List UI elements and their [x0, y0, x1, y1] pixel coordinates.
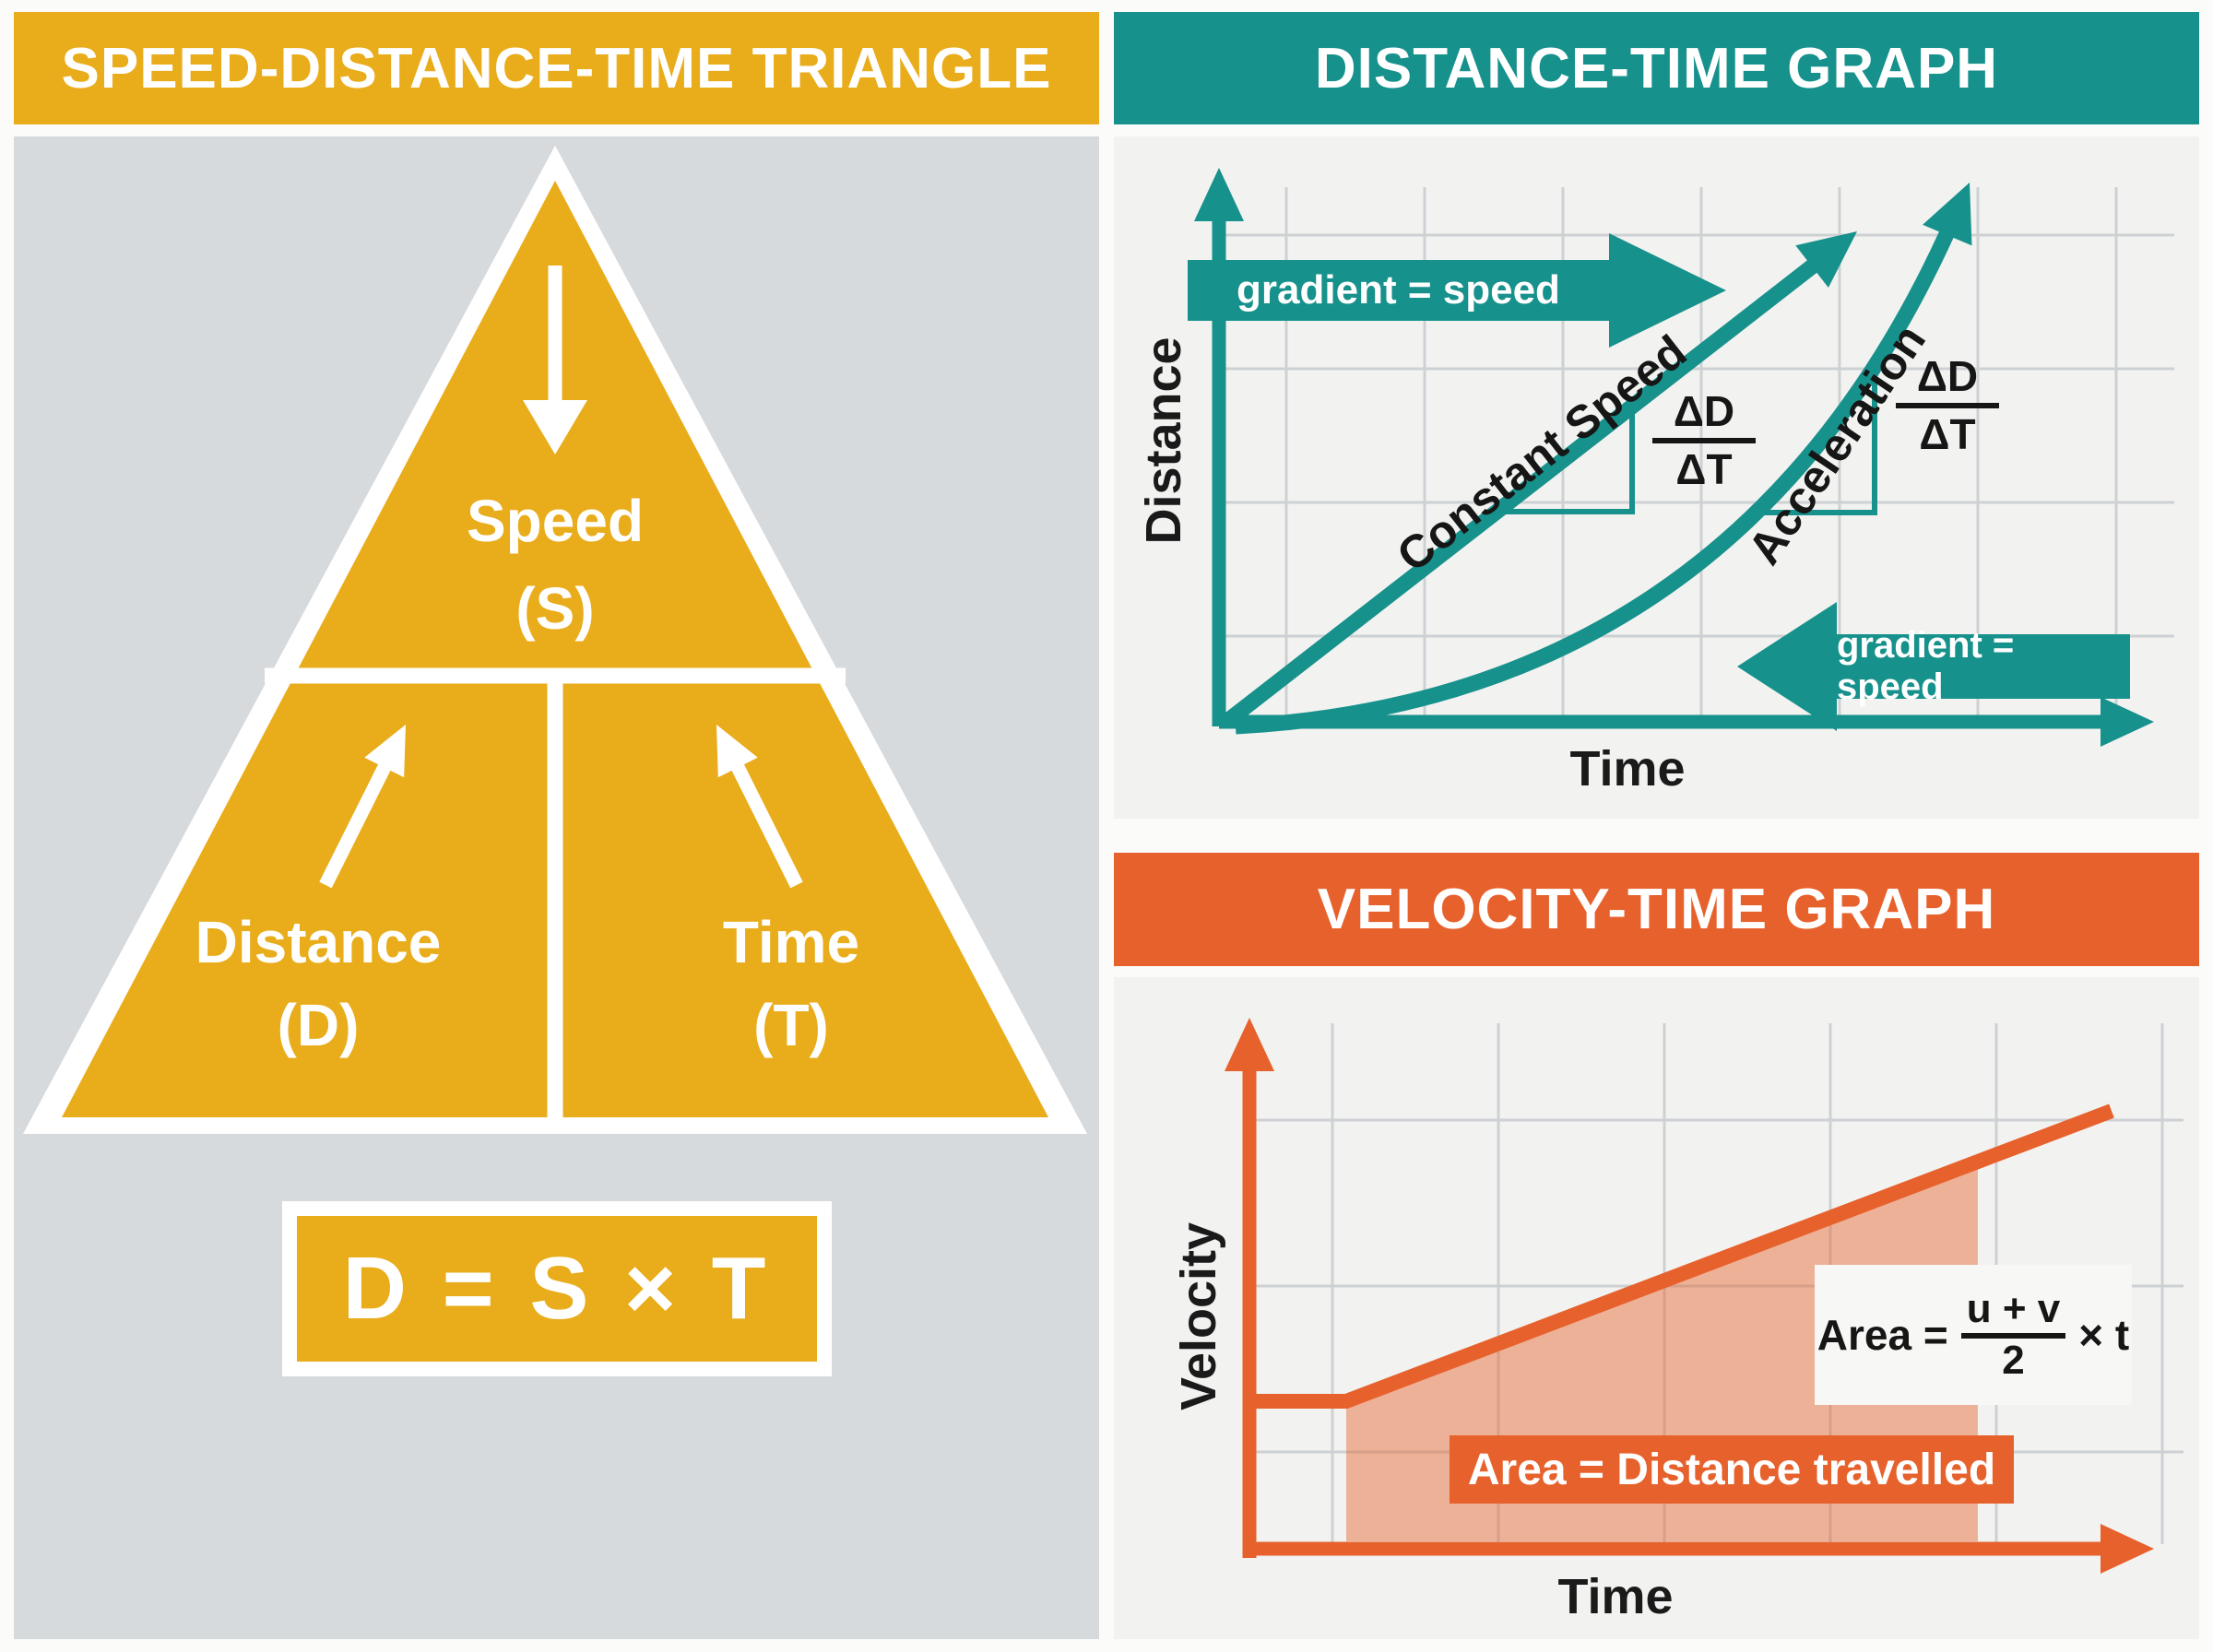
distance-time-body [1114, 136, 2199, 819]
velocity-time-title: VELOCITY-TIME GRAPH [1317, 878, 1996, 941]
dt-y-axis-label: Distance [1136, 336, 1191, 545]
area-distance-badge-text: Area = Distance travelled [1467, 1445, 1996, 1494]
badge-arrowhead-right-icon [1609, 233, 1726, 348]
area-formula-box: Area = u + v 2 × t [1815, 1265, 2132, 1405]
area-formula-prefix: Area = [1817, 1311, 1948, 1359]
area-formula-suffix: × t [2078, 1311, 2130, 1359]
vt-y-axis-label: Velocity [1171, 1221, 1226, 1411]
vt-velocity-line [1249, 1103, 2114, 1409]
delta-fraction-1: ΔD ΔT [1652, 387, 1756, 494]
delta-t-2: ΔT [1919, 409, 1976, 458]
area-formula-numerator: u + v [1960, 1286, 2066, 1339]
delta-fraction-2: ΔD ΔT [1896, 352, 1999, 459]
up-right-arrow-icon [319, 725, 406, 889]
triangle-panel-header: SPEED-DISTANCE-TIME TRIANGLE [14, 12, 1099, 124]
vt-x-axis-label: Time [1557, 1569, 1674, 1624]
badge-arrowhead-left-icon [1737, 602, 1837, 731]
area-formula-denominator: 2 [2002, 1338, 2025, 1383]
area-distance-badge: Area = Distance travelled [1450, 1435, 2014, 1504]
gradient-badge-bottom-text: gradient = speed [1837, 625, 2015, 707]
triangle-fill [62, 181, 1048, 1117]
delta-d-2: ΔD [1896, 352, 1999, 408]
distance-time-title: DISTANCE-TIME GRAPH [1314, 36, 1999, 100]
formula-text: D = S × T [342, 1239, 772, 1338]
vt-y-axis [1225, 1018, 1274, 1558]
dt-acceleration-curve [1235, 183, 1972, 735]
velocity-time-header: VELOCITY-TIME GRAPH [1114, 853, 2199, 966]
triangle-distance-symbol: (D) [277, 992, 360, 1058]
distance-time-header: DISTANCE-TIME GRAPH [1114, 12, 2199, 124]
dt-y-axis [1194, 168, 1244, 726]
down-arrow-icon [523, 266, 587, 454]
gradient-badge-top: gradient = speed [1188, 260, 1609, 321]
up-left-arrow-icon [716, 725, 803, 889]
vt-x-axis [1249, 1524, 2154, 1574]
area-formula-fraction: u + v 2 [1960, 1286, 2066, 1384]
triangle-distance-label: Distance [195, 909, 442, 975]
dt-x-axis [1219, 697, 2154, 747]
triangle-panel-title: SPEED-DISTANCE-TIME TRIANGLE [61, 36, 1052, 100]
dt-x-axis-label: Time [1569, 741, 1686, 796]
dt-gradient-bracket-1 [1497, 407, 1635, 514]
sdt-triangle-graphic [23, 146, 1087, 1134]
delta-d-1: ΔD [1652, 387, 1756, 443]
delta-t-1: ΔT [1675, 444, 1733, 493]
dt-constant-speed-line [1221, 231, 1857, 728]
triangle-time-label: Time [722, 909, 860, 975]
gradient-badge-bottom: gradient = speed [1837, 625, 2130, 707]
dt-gradient-bracket-2 [1759, 369, 1877, 515]
gradient-badge-top-text: gradient = speed [1237, 267, 1560, 313]
triangle-time-symbol: (T) [753, 992, 829, 1058]
triangle-speed-label: Speed [466, 488, 645, 554]
triangle-speed-symbol: (S) [515, 575, 595, 642]
formula-box: D = S × T [282, 1201, 832, 1376]
